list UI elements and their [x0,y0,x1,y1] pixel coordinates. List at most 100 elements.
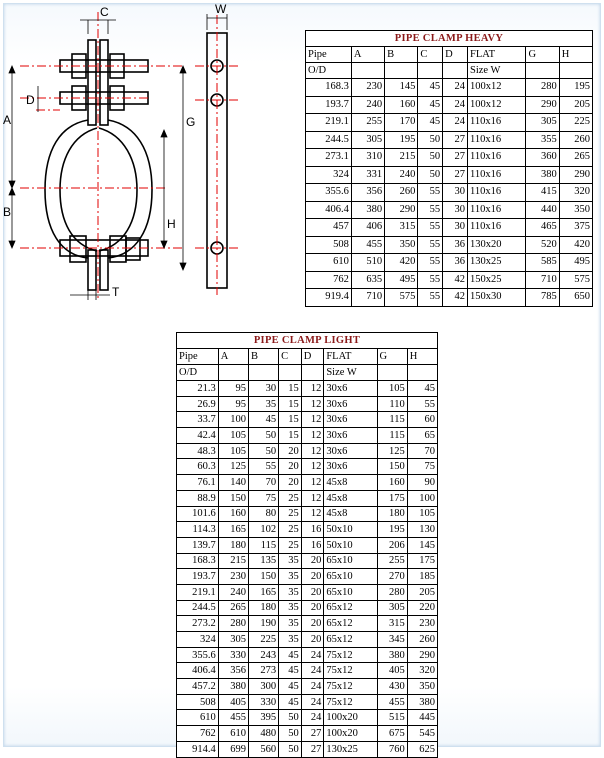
table-cell: 290 [525,95,560,114]
table-cell: 575 [558,270,594,289]
table-cell: 290 [406,646,439,664]
table-cell: 76.1 [176,474,219,491]
table-cell: 150x30 [466,288,527,307]
table-cell: 150 [217,489,249,507]
header-cell: G [376,348,408,365]
table-cell: 114.3 [176,521,219,538]
table-cell: 305 [376,599,408,617]
table-cell: 290 [558,165,594,184]
table-cell: 45 [247,411,280,429]
header-cell [350,62,386,79]
table-cell: 33.7 [176,411,219,429]
header-cell: C [417,46,444,63]
table-cell: 55 [417,218,444,237]
table-cell: 110x16 [466,148,527,167]
table-cell: 20 [300,631,325,648]
table-cell: 610 [217,725,249,742]
table-cell: 244.5 [176,599,219,617]
table-cell: 130x25 [323,740,378,758]
table-cell: 50 [247,427,280,444]
header-cell [247,364,280,381]
header-cell: O/D [305,62,352,79]
table-cell: 105 [376,380,408,397]
table-cell: 515 [376,709,408,727]
table-cell: 30x6 [323,442,378,460]
table-cell: 30 [247,380,280,397]
table-cell: 50 [417,148,444,167]
table-cell: 75 [406,458,439,476]
table-cell: 110 [376,395,408,413]
table-cell: 125 [217,458,249,476]
table-cell: 710 [525,270,560,289]
table-title: PIPE CLAMP HEAVY [305,30,593,47]
table-cell: 45 [406,380,439,397]
table-cell: 110x16 [466,200,527,219]
table-cell: 315 [376,615,408,632]
table-cell: 455 [376,693,408,711]
table-cell: 243 [247,646,280,664]
header-cell: A [217,348,249,365]
table-cell: 27 [300,740,325,758]
table-cell: 20 [278,458,302,476]
table-cell: 45x8 [323,505,378,523]
table-cell: 193.7 [305,95,352,114]
table-cell: 45x8 [323,489,378,507]
table-cell: 12 [300,411,325,429]
table-cell: 160 [217,505,249,523]
table-cell: 220 [406,599,439,617]
table-cell: 45 [417,113,444,132]
table-cell: 710 [350,288,386,307]
table-cell: 35 [278,615,302,632]
table-cell: 150 [376,458,408,476]
table-cell: 320 [406,662,439,680]
table-cell: 265 [217,599,249,617]
table-cell: 150 [247,568,280,585]
table-cell: 145 [384,78,419,97]
table-cell: 355 [525,130,560,149]
table-cell: 25 [278,505,302,523]
table-cell: 27 [442,148,468,167]
table-cell: 230 [217,568,249,585]
table-cell: 240 [217,583,249,601]
table-cell: 42 [442,270,468,289]
table-cell: 315 [384,218,419,237]
table-cell: 255 [376,552,408,570]
table-cell: 455 [217,709,249,727]
table-cell: 205 [406,583,439,601]
table-cell: 30x6 [323,427,378,444]
table-cell: 60.3 [176,458,219,476]
table-cell: 205 [558,95,594,114]
table-cell: 130 [406,521,439,538]
table-cell: 195 [376,521,408,538]
table-cell: 101.6 [176,505,219,523]
table-cell: 330 [217,646,249,664]
table-cell: 440 [525,200,560,219]
table-cell: 100x20 [323,725,378,742]
table-cell: 280 [525,78,560,97]
table-cell: 130x20 [466,235,527,254]
nut [69,235,87,263]
table-cell: 380 [406,693,439,711]
table-cell: 406.4 [305,200,352,219]
table-cell: 280 [217,615,249,632]
table-cell: 406.4 [176,662,219,680]
table-cell: 345 [376,631,408,648]
table-cell: 75x12 [323,646,378,664]
table-cell: 16 [300,521,325,538]
table-cell: 25 [278,521,302,538]
table-cell: 115 [376,427,408,444]
table-cell: 206 [376,536,408,554]
table-cell: 15 [278,395,302,413]
table-cell: 12 [300,427,325,444]
table-cell: 260 [558,130,594,149]
table-cell: 168.3 [176,552,219,570]
